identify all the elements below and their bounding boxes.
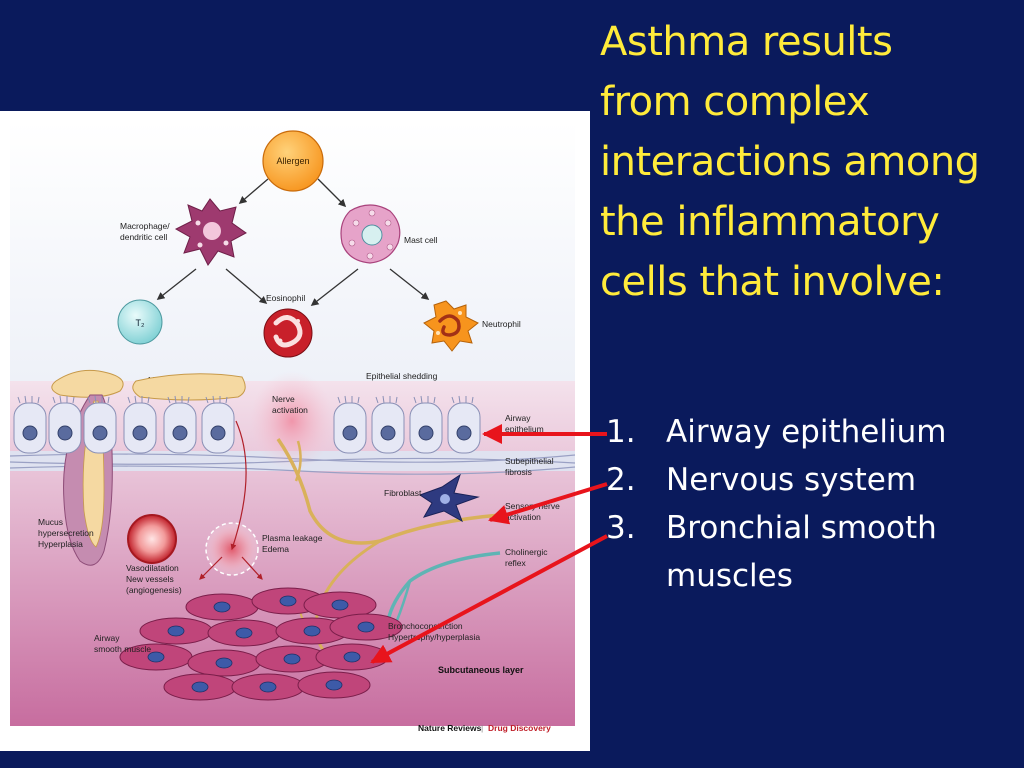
subcutaneous-layer-label: Subcutaneous layer [438, 665, 524, 675]
epithelial-cell [163, 395, 197, 454]
epithelial-cell [83, 395, 117, 454]
airway-epithelium-label: Airway [505, 413, 531, 423]
blood-vessel [127, 514, 177, 564]
epithelial-cell [123, 395, 157, 454]
list-text: Airway epithelium [666, 414, 947, 450]
nerve-glow [250, 371, 334, 471]
epithelial-cell [48, 395, 82, 454]
sensory-nerve-label: activation [505, 512, 541, 522]
bronchoconstriction-label: Hypertrophy/hyperplasia [388, 632, 480, 642]
epithelial-cell [201, 395, 235, 454]
smooth-muscle-cell [207, 619, 281, 647]
mast-cell [340, 204, 401, 264]
list-text: Nervous system [666, 462, 917, 498]
plasma-leakage-zone [199, 420, 263, 580]
fibroblast-label: Fibroblast [384, 488, 422, 498]
smooth-muscle-cell [275, 617, 349, 645]
title-line: the inflammatory [600, 199, 940, 245]
subepithelial-fibrosis-label: fibrosis [505, 467, 532, 477]
epithelial-cell [409, 395, 443, 454]
involvement-list: 1. Airway epithelium 2. Nervous system 3… [606, 408, 1016, 600]
mucus-hypersecretion-label: Hyperplasia [38, 539, 83, 549]
plasma-leakage-label: Plasma leakage [262, 533, 323, 543]
neutrophil-cell [423, 300, 479, 352]
smooth-muscle-cell [303, 591, 377, 619]
eosinophil-label: Eosinophil [266, 293, 305, 303]
title-line: cells that involve: [600, 259, 945, 305]
list-item: 3. Bronchial smooth muscles [606, 504, 1016, 600]
airway-smooth-muscle-label: Airway [94, 633, 120, 643]
fibroblast-cell [418, 473, 480, 523]
epithelial-cell [371, 395, 405, 454]
smooth-muscle-cell [119, 643, 193, 671]
vasodilatation-label: Vasodilatation [126, 563, 179, 573]
neutrophil-label: Neutrophil [482, 319, 521, 329]
epithelial-cell [333, 395, 367, 454]
list-item: 1. Airway epithelium [606, 408, 1016, 456]
list-item: 2. Nervous system [606, 456, 1016, 504]
th2-label: T₂ [136, 318, 145, 328]
vasodilatation-label: (angiogenesis) [126, 585, 182, 595]
allergen-label: Allergen [276, 156, 309, 166]
epithelial-shedding-label: Epithelial shedding [366, 371, 438, 381]
mucus-hypersecretion-label: hypersecretion [38, 528, 94, 538]
smooth-muscle-cell [185, 593, 259, 621]
diagram-canvas: Allergen Macrophage/ dendritic cell Mast… [9, 121, 576, 733]
asthma-pathophysiology-figure: Allergen Macrophage/ dendritic cell Mast… [0, 111, 590, 751]
nerve-activation-label: Nerve [272, 394, 295, 404]
credit-journal: Nature Reviews [418, 723, 482, 733]
list-number: 2. [606, 462, 636, 498]
macrophage-cell [174, 198, 247, 266]
cholinergic-reflex-label: reflex [505, 558, 527, 568]
mast-cell-label: Mast cell [404, 235, 438, 245]
list-text: Bronchial smooth muscles [666, 510, 937, 594]
smooth-muscle-cell [297, 671, 371, 699]
eosinophil-cell [263, 308, 313, 358]
airway-smooth-muscle-label: smooth muscle [94, 644, 151, 654]
allergen-cell: Allergen [262, 130, 324, 192]
credit-divider: | [481, 723, 483, 733]
smooth-muscle-cell [187, 649, 261, 677]
airway-epithelium-label: epithelium [505, 424, 544, 434]
title-line: Asthma results [600, 19, 893, 65]
smooth-muscle-cell [315, 643, 389, 671]
plasma-leakage-label: Edema [262, 544, 289, 554]
epithelial-cell [13, 395, 47, 454]
bronchoconstriction-label: Bronchoconstriction [388, 621, 463, 631]
cholinergic-reflex-label: Cholinergic [505, 547, 548, 557]
macrophage-label: dendritic cell [120, 232, 167, 242]
smooth-muscle-cell [163, 673, 237, 701]
sensory-nerve-label: Sensory nerve [505, 501, 560, 511]
subepithelial-fibrosis-label: Subepithelial [505, 456, 554, 466]
smooth-muscle-cell [139, 617, 213, 645]
list-number: 1. [606, 414, 636, 450]
macrophage-label: Macrophage/ [120, 221, 170, 231]
mucus-hypersecretion-label: Mucus [38, 517, 63, 527]
credit-section: Drug Discovery [488, 723, 551, 733]
airway-epithelium-cells [13, 395, 481, 454]
list-number: 3. [606, 510, 636, 546]
slide-title: Asthma results from complex interactions… [600, 12, 1010, 312]
title-line: from complex [600, 79, 870, 125]
sensory-nerve-fiber [276, 438, 501, 545]
smooth-muscle-cell [231, 673, 305, 701]
nerve-activation-label: activation [272, 405, 308, 415]
vasodilatation-label: New vessels [126, 574, 174, 584]
title-line: interactions among [600, 139, 980, 185]
th2-cell: T₂ [117, 299, 163, 345]
epithelial-cell [447, 395, 481, 454]
